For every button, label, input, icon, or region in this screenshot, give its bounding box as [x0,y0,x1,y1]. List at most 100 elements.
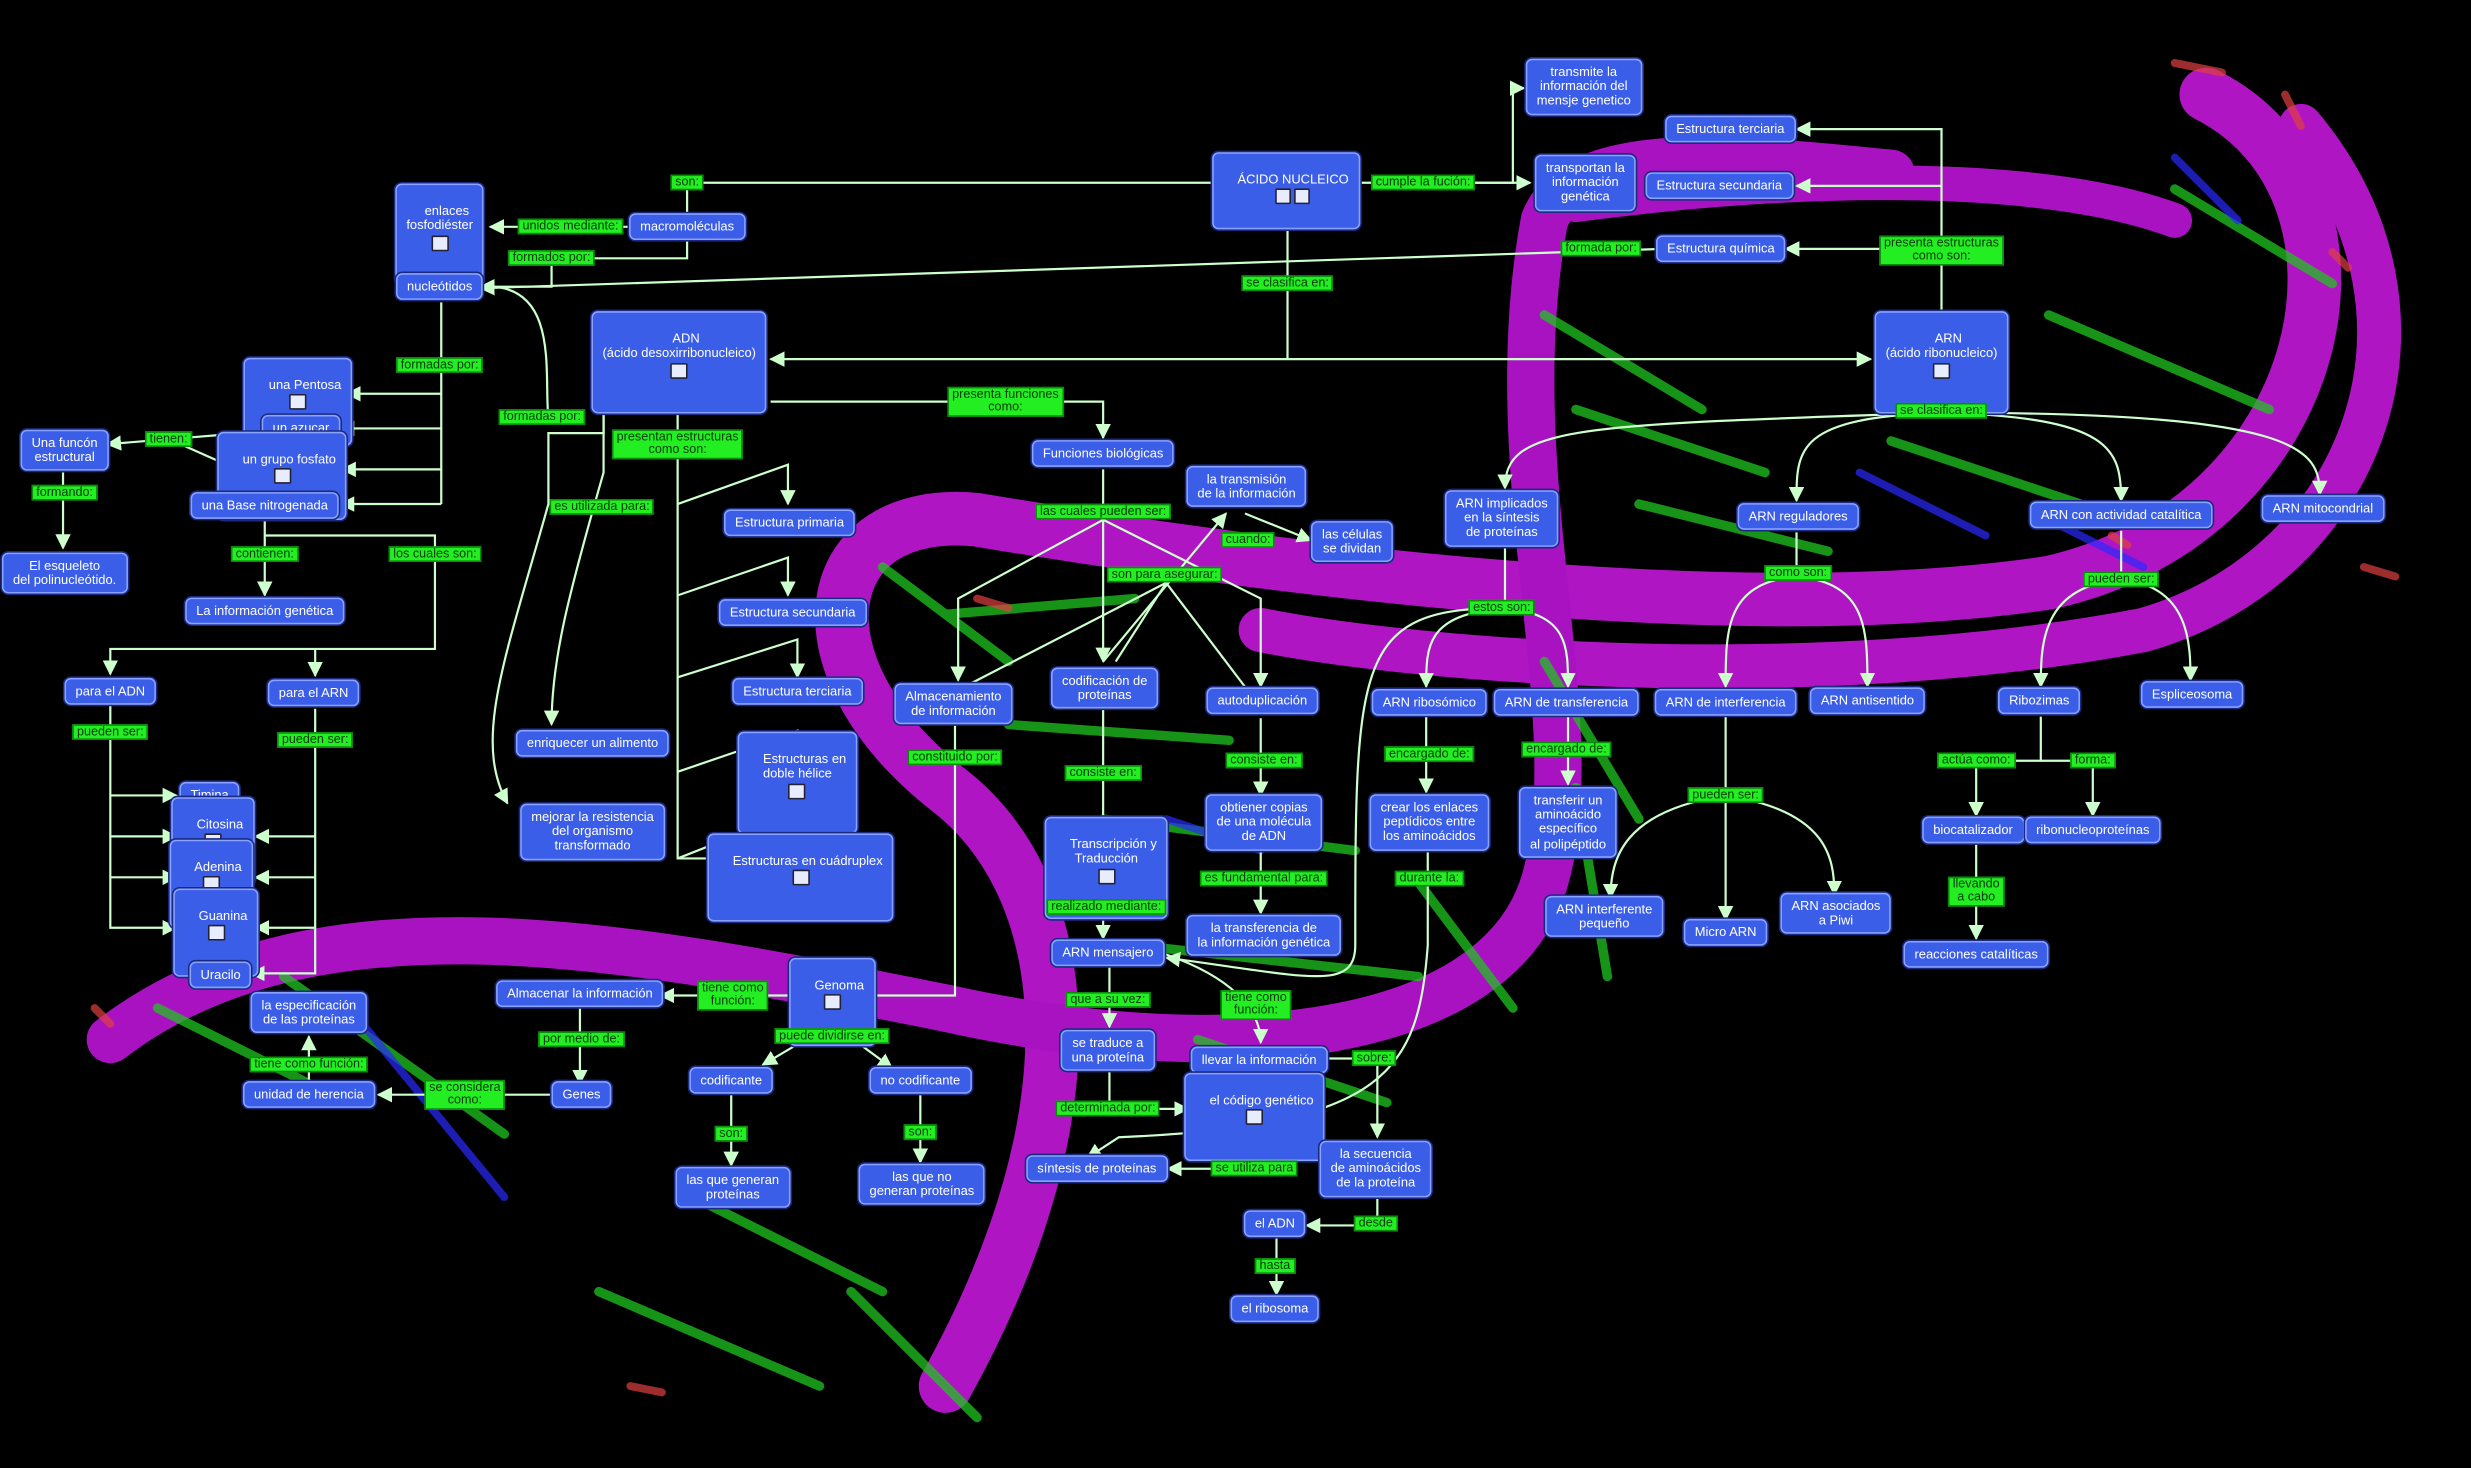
node-especificacion[interactable]: la especificación de las proteínas [250,992,368,1034]
node-codigo-genetico[interactable]: el código genético [1184,1072,1325,1161]
link-label: encargado de: [1384,746,1475,763]
document-icon [289,394,307,411]
node-transferir-aa[interactable]: transferir un aminoácido específico al p… [1518,786,1618,858]
node-label: Citosina [196,817,244,833]
node-label: una Pentosa [268,378,342,393]
node-arn-ribosomico[interactable]: ARN ribosómico [1371,688,1487,717]
link-label: se clasifica en: [1241,275,1334,292]
document-icon [1245,1109,1264,1126]
node-obtener-copias[interactable]: obtiener copias de una molécula de ADN [1205,794,1323,851]
node-sintesis-proteinas[interactable]: síntesis de proteínas [1026,1155,1168,1183]
node-codificante[interactable]: codificante [689,1066,774,1095]
node-esqueleto[interactable]: El esqueleto del polinucleótido. [1,552,128,595]
link-label: llevando a cabo [1947,876,2005,907]
node-doble-helice[interactable]: Estructuras en doble hélice [737,731,858,834]
node-grupo-fosfato[interactable]: un grupo fosfato [217,431,347,520]
node-espliceosoma[interactable]: Espliceosoma [2140,681,2244,709]
node-arn-antisentido[interactable]: ARN antisentido [1809,687,1926,715]
node-ribonucleoproteinas[interactable]: ribonucleoproteínas [2025,816,2161,844]
node-unidad-herencia[interactable]: unidad de herencia [242,1081,375,1109]
link-label: puede dividirse en: [774,1028,890,1045]
node-funciones-biologicas[interactable]: Funciones biológicas [1031,440,1175,468]
node-transferencia-info[interactable]: la transferencia de la información genét… [1186,914,1342,957]
node-enriquecer[interactable]: enriquecer un alimento [515,729,670,757]
node-biocatalizador[interactable]: biocatalizador [1922,816,2024,844]
node-ribozimas[interactable]: Ribozimas [1998,687,2081,715]
node-para-arn[interactable]: para el ARN [267,679,360,707]
link-label: consiste en: [1064,765,1142,782]
node-estructura-terciaria-arn[interactable]: Estructura terciaria [1665,115,1796,143]
node-acido-nucleico[interactable]: ÁCIDO NUCLEICO [1212,152,1360,229]
node-label: enlaces fosfodiéster [406,204,474,233]
node-cuadruplex[interactable]: Estructuras en cuádruplex [707,833,894,922]
link-label: formadas por: [498,409,586,426]
node-no-codificante[interactable]: no codificante [869,1066,972,1095]
link-label: pueden ser: [72,724,149,741]
node-label: Genoma [814,978,864,993]
node-genes[interactable]: Genes [551,1081,612,1109]
link-label: forma: [2070,752,2116,769]
link-label: es fundamental para: [1199,870,1328,888]
node-resistencia[interactable]: mejorar la resistencia del organismo tra… [520,803,665,860]
node-adn[interactable]: ADN (ácido desoxirribonucleico) [591,311,767,414]
node-base-nitrogenada[interactable]: una Base nitrogenada [190,492,339,520]
node-autoduplicacion[interactable]: autoduplicación [1206,687,1319,715]
node-transmite[interactable]: transmite la información del mensje gene… [1525,58,1642,115]
node-llevar-info[interactable]: llevar la información [1190,1046,1328,1074]
node-arn[interactable]: ARN (ácido ribonucleico) [1874,311,2009,414]
document-icon [430,234,449,251]
node-estructura-secundaria-arn[interactable]: Estructura secundaria [1645,172,1794,200]
link-label: pueden ser: [2083,571,2160,588]
node-arn-reguladores[interactable]: ARN reguladores [1737,503,1859,531]
node-almacenar-info[interactable]: Almacenar la información [496,980,664,1008]
node-arn-implicados[interactable]: ARN implicados en la síntesis de proteín… [1444,490,1559,547]
link-label: son: [714,1125,748,1143]
node-uracilo[interactable]: Uracilo [189,961,252,989]
link-label: tienen: [144,431,193,448]
node-arn-piwi[interactable]: ARN asociados a Piwi [1780,892,1892,935]
node-transmision[interactable]: la transmisión de la información [1186,465,1307,508]
document-icon [788,782,807,799]
node-traduce[interactable]: se traduce a una proteína [1060,1029,1156,1072]
node-arn-interferencia[interactable]: ARN de interferencia [1654,688,1797,717]
node-arn-transferencia[interactable]: ARN de transferencia [1493,688,1640,717]
node-codificacion[interactable]: codificación de proteínas [1050,667,1159,710]
link-label: pueden ser: [277,732,354,749]
node-para-adn[interactable]: para el ADN [64,677,157,706]
node-est-primaria[interactable]: Estructura primaria [723,509,856,537]
node-nucleotidos[interactable]: nucleótidos [396,273,484,301]
node-est-terciaria[interactable]: Estructura terciaria [732,677,863,706]
node-arn-mensajero[interactable]: ARN mensajero [1051,939,1165,967]
node-secuencia-aa[interactable]: la secuencia de aminoácidos de la proteí… [1319,1140,1432,1197]
link-label: contienen: [230,546,299,563]
node-label: Transcripción y Traducción [1069,837,1157,867]
node-almacenamiento[interactable]: Almacenamiento de información [894,683,1013,725]
node-estructura-quimica[interactable]: Estructura química [1656,235,1786,263]
link-label: unidos mediante: [517,218,624,235]
node-enlaces[interactable]: enlaces fosfodiéster [395,183,485,286]
node-arn-mitocondrial[interactable]: ARN mitocondrial [2261,495,2385,523]
node-micro-arn[interactable]: Micro ARN [1683,918,1768,946]
document-icon [273,468,291,485]
link-label: hasta [1254,1258,1296,1275]
node-arn-catalitica[interactable]: ARN con actividad catalítica [2029,501,2213,529]
link-label: encargado de: [1521,741,1612,758]
node-no-generan[interactable]: las que no generan proteínas [858,1163,986,1206]
node-info-genetica[interactable]: La información genética [185,597,345,625]
node-crear-enlaces[interactable]: crear los enlaces peptídicos entre los a… [1369,794,1490,851]
node-macromoleculas[interactable]: macromoléculas [629,213,746,241]
node-label: ADN (ácido desoxirribonucleico) [602,331,756,361]
node-reacciones[interactable]: reacciones catalíticas [1903,940,2049,969]
node-celulas-dividan[interactable]: las células se dividan [1310,521,1394,563]
link-label: son: [903,1124,937,1141]
node-est-secundaria[interactable]: Estructura secundaria [718,599,867,627]
node-funcion-estructural[interactable]: Una funcón estructural [20,429,109,472]
node-el-adn[interactable]: el ADN [1243,1210,1307,1238]
node-arn-interferente-pequeno[interactable]: ARN interferente pequeño [1545,895,1664,938]
node-label: Estructuras en doble hélice [762,752,847,782]
node-transportan[interactable]: transportan la información genética [1534,154,1636,211]
node-el-ribosoma[interactable]: el ribosoma [1230,1295,1320,1323]
node-label: ÁCIDO NUCLEICO [1237,172,1349,188]
node-generan-proteinas[interactable]: las que generan proteínas [675,1166,791,1209]
link-label: formados por: [507,250,596,267]
